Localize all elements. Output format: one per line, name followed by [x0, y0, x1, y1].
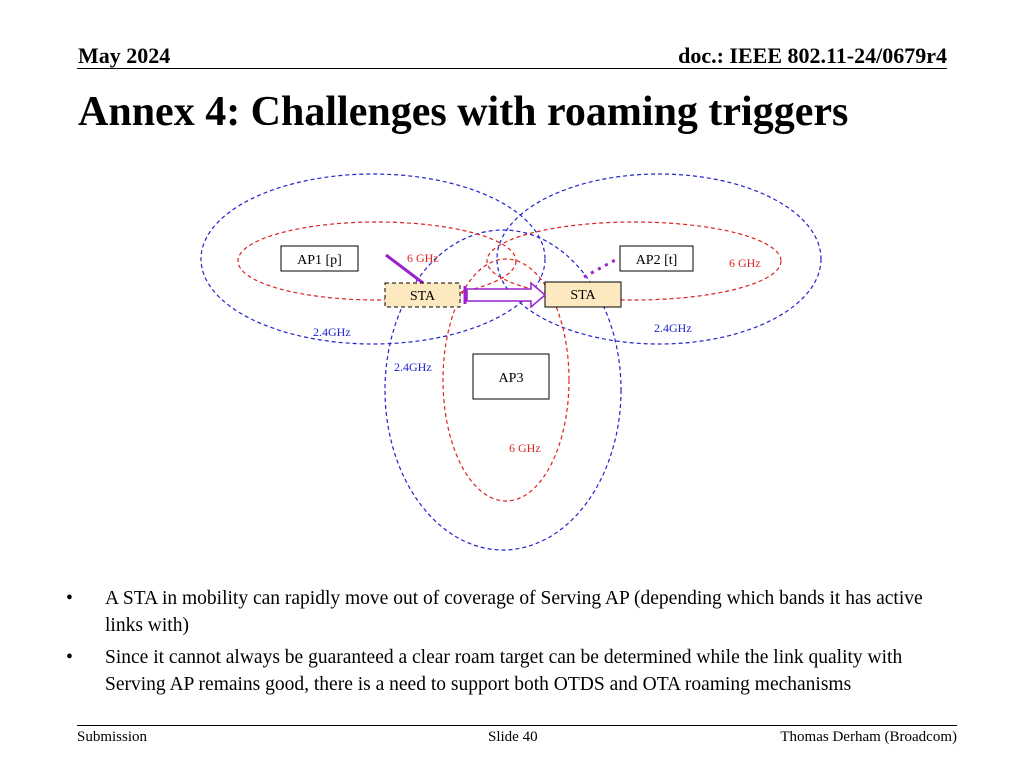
ap2-target-link — [583, 256, 620, 279]
ap3-label: AP3 — [499, 371, 524, 386]
footer-divider — [77, 725, 957, 726]
band-label-6ghz-ap3: 6 GHz — [509, 441, 541, 455]
header-doc-id: doc.: IEEE 802.11-24/0679r4 — [678, 43, 947, 68]
footer-author: Thomas Derham (Broadcom) — [780, 729, 957, 745]
footer-submission: Submission — [77, 729, 148, 745]
ap3-6ghz-coverage — [442, 258, 570, 502]
sta-current-label: STA — [570, 288, 596, 303]
header-divider — [77, 68, 947, 69]
ap1-24ghz-coverage — [200, 173, 546, 345]
sta-current-box — [544, 281, 622, 308]
ap1-6ghz-coverage — [237, 221, 517, 301]
ap2-6ghz-coverage — [486, 221, 782, 301]
bullet-marker: • — [66, 588, 73, 609]
mobility-arrow — [466, 281, 547, 309]
header-date: May 2024 — [78, 43, 171, 68]
ap1-active-link — [385, 253, 424, 285]
band-label-24ghz-ap1: 2.4GHz — [313, 325, 351, 339]
footer-slide-number: Slide 40 — [488, 729, 538, 745]
sta-previous-box — [384, 282, 461, 308]
bullet-item: • Since it cannot always be guaranteed a… — [66, 644, 946, 698]
slide-title: Annex 4: Challenges with roaming trigger… — [78, 89, 849, 135]
bullet-text: A STA in mobility can rapidly move out o… — [105, 588, 923, 636]
ap3-box — [472, 353, 550, 400]
bullet-text: Since it cannot always be guaranteed a c… — [105, 647, 903, 695]
bullet-item: • A STA in mobility can rapidly move out… — [66, 585, 946, 639]
band-label-24ghz-ap3: 2.4GHz — [394, 360, 432, 374]
ap2-box — [619, 245, 694, 272]
ap2-label: AP2 [t] — [636, 253, 678, 268]
sta-previous-label: STA — [410, 289, 436, 304]
ap3-24ghz-coverage — [384, 229, 622, 551]
band-label-24ghz-ap2: 2.4GHz — [654, 321, 692, 335]
band-label-6ghz-ap1: 6 GHz — [407, 251, 439, 265]
bullet-marker: • — [66, 647, 73, 668]
ap2-24ghz-coverage — [496, 173, 822, 345]
ap1-label: AP1 [p] — [297, 253, 342, 268]
ap1-box — [280, 245, 359, 272]
bullet-list: • A STA in mobility can rapidly move out… — [66, 585, 946, 703]
band-label-6ghz-ap2: 6 GHz — [729, 256, 761, 270]
